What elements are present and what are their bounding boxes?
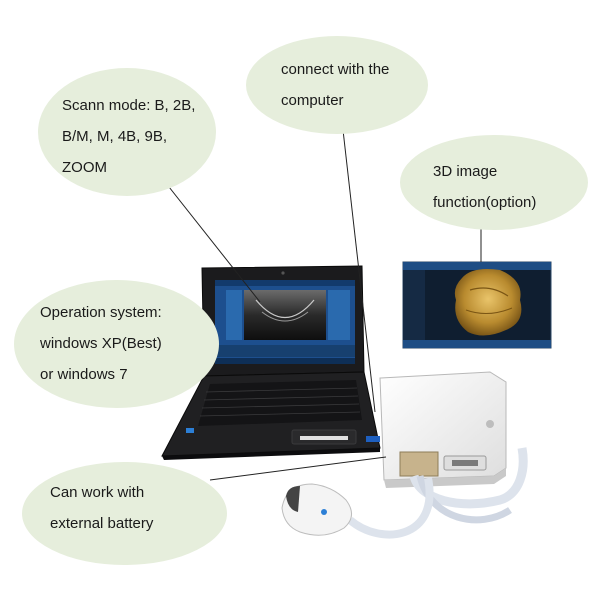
callout-line: B/M, M, 4B, 9B,: [62, 128, 168, 145]
callout-connect: connect with the computer: [281, 54, 389, 116]
callout-os: Operation system: windows XP(Best) or wi…: [40, 297, 162, 390]
ultrasound-device: [281, 371, 528, 539]
callout-line: or windows 7: [40, 366, 128, 383]
callout-line: 3D image: [433, 163, 498, 180]
callout-line: Scann mode: B, 2B,: [62, 97, 196, 114]
3d-render: [454, 269, 522, 336]
callout-bubble-battery: [22, 462, 227, 565]
callout-line: computer: [281, 92, 344, 109]
callout-line: function(option): [433, 194, 537, 211]
callout-line: ZOOM: [62, 159, 107, 176]
callout-bubble-connect: [246, 36, 428, 134]
callout-line: Can work with: [50, 484, 145, 501]
3d-image-screenshot: [402, 261, 552, 349]
callout-line: connect with the: [281, 61, 390, 78]
laptop: [161, 265, 381, 460]
callout-3d-image: 3D image function(option): [433, 156, 536, 218]
callout-battery: Can work with external battery: [50, 477, 153, 539]
probe-connector: [399, 451, 439, 477]
callout-line: external battery: [50, 515, 154, 532]
ultrasound-probe: [281, 483, 352, 536]
callout-bubble-3d-image: [400, 135, 588, 230]
probe-cable: [347, 477, 434, 539]
callout-line: windows XP(Best): [40, 335, 162, 352]
callout-bubble-os: [14, 280, 219, 408]
pointer-lines: [153, 129, 482, 481]
callout-scan-mode: Scann mode: B, 2B, B/M, M, 4B, 9B, ZOOM: [62, 90, 195, 183]
callout-line: Operation system:: [40, 304, 162, 321]
callout-bubble-scan-mode: [38, 68, 216, 196]
